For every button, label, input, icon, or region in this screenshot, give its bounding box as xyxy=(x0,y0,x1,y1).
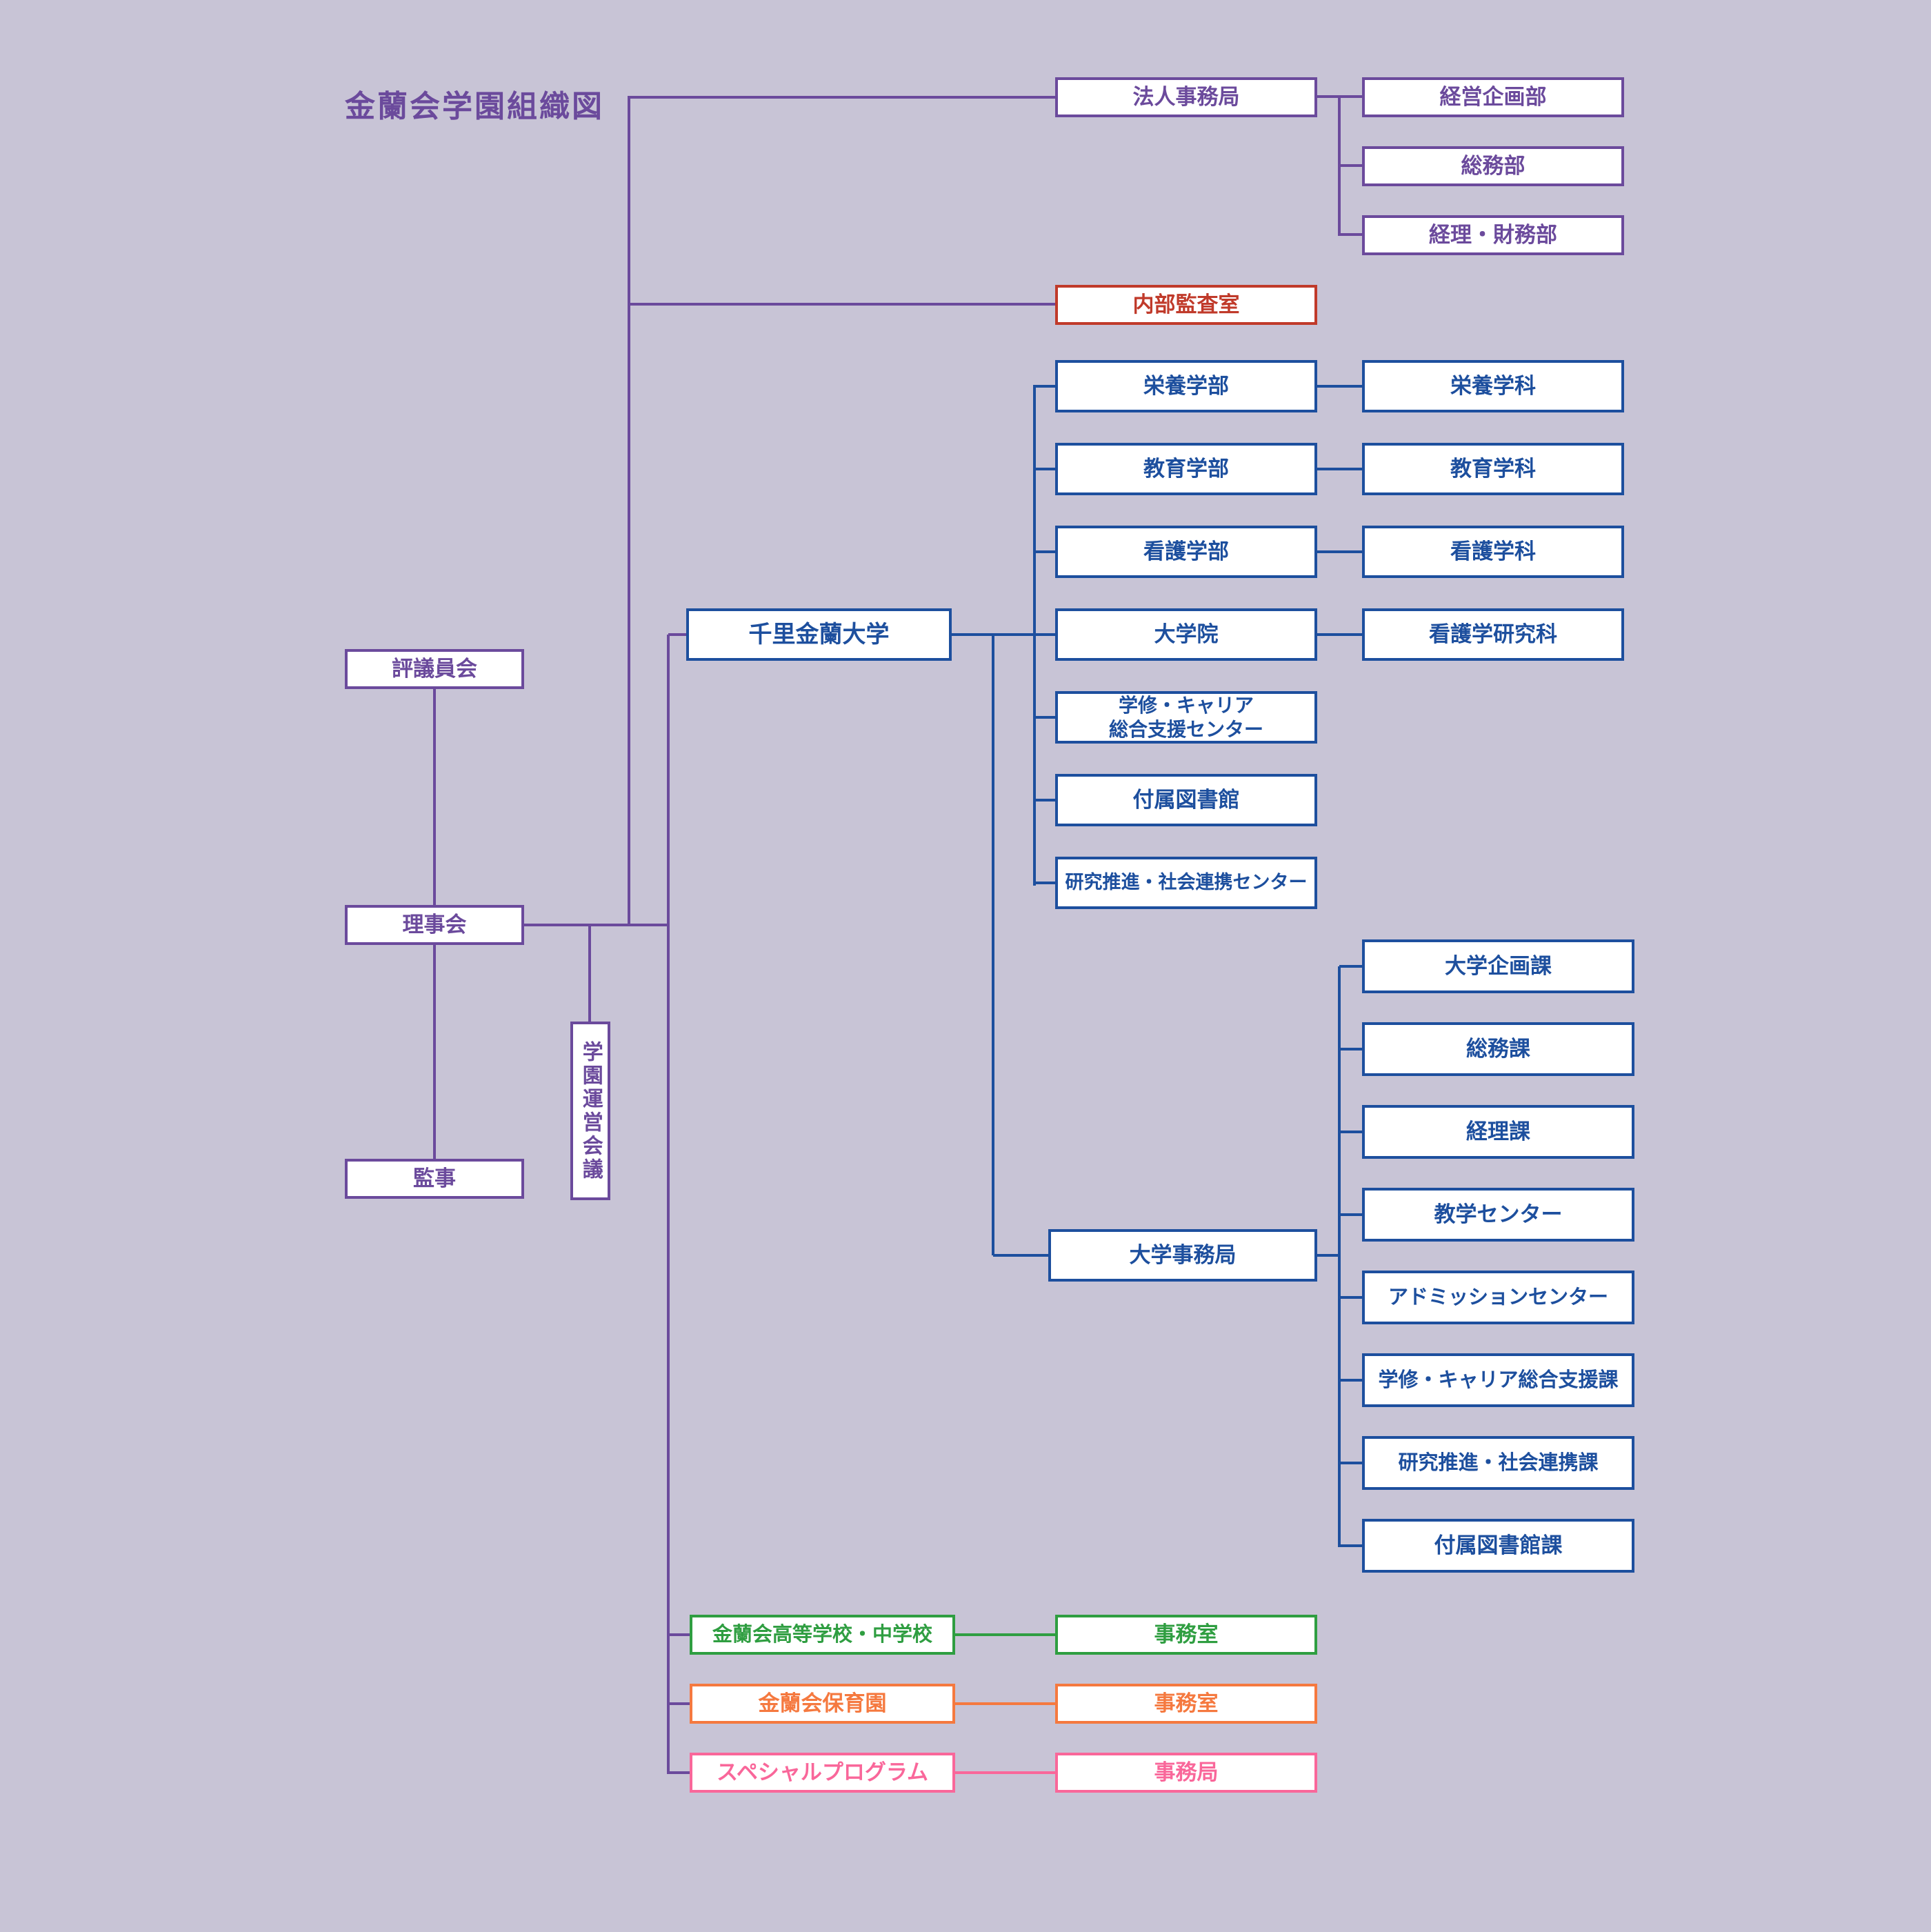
org-box-admission-center: アドミッションセンター xyxy=(1362,1271,1634,1324)
page-title: 金蘭会学園組織図 xyxy=(345,90,604,123)
connector-line-blue-25 xyxy=(1317,385,1362,388)
connector-line-orange-42 xyxy=(955,1702,1055,1705)
org-box-eiyo-gakubu: 栄養学部 xyxy=(1055,360,1317,412)
org-box-kyoiku-gakubu: 教育学部 xyxy=(1055,443,1317,495)
connector-line-blue-40 xyxy=(1339,1544,1362,1547)
connector-line-green-41 xyxy=(955,1633,1055,1636)
org-box-daigaku-jimukyoku: 大学事務局 xyxy=(1048,1229,1317,1282)
org-box-kinrankai-koto-chugakko: 金蘭会高等学校・中学校 xyxy=(690,1615,955,1655)
org-box-kanji: 監事 xyxy=(345,1159,524,1199)
connector-line-blue-38 xyxy=(1339,1379,1362,1382)
connector-line-purple-4 xyxy=(629,96,1055,99)
connector-line-purple-0 xyxy=(433,689,436,905)
org-box-kenkyu-suishin-shakai-renkei-ka: 研究推進・社会連携課 xyxy=(1362,1436,1634,1490)
org-box-kyoiku-gakka: 教育学科 xyxy=(1362,443,1624,495)
org-box-daigakuin: 大学院 xyxy=(1055,608,1317,661)
connector-line-purple-11 xyxy=(668,1771,690,1774)
connector-line-blue-27 xyxy=(1317,550,1362,553)
connector-line-blue-35 xyxy=(1339,1131,1362,1133)
connector-line-blue-20 xyxy=(1034,550,1055,553)
connector-line-purple-6 xyxy=(667,635,670,1774)
org-box-keiri-ka: 経理課 xyxy=(1362,1105,1634,1159)
connector-line-pink-43 xyxy=(955,1771,1055,1774)
connector-line-blue-30 xyxy=(993,1254,1048,1257)
connector-line-blue-18 xyxy=(1034,385,1055,388)
connector-line-blue-31 xyxy=(1317,1254,1339,1257)
connector-line-purple-5 xyxy=(629,303,1055,306)
org-box-kango-gakka: 看護学科 xyxy=(1362,526,1624,578)
connector-line-blue-32 xyxy=(1338,966,1341,1547)
org-box-rijikai: 理事会 xyxy=(345,905,524,945)
connector-line-blue-36 xyxy=(1339,1213,1362,1216)
org-box-senri-kinran-daigaku: 千里金蘭大学 xyxy=(686,608,952,661)
org-box-gakushu-career-sogo-shien-ka: 学修・キャリア総合支援課 xyxy=(1362,1353,1634,1407)
connector-line-blue-21 xyxy=(1034,633,1055,636)
org-box-kango-gakubu: 看護学部 xyxy=(1055,526,1317,578)
org-box-special-program: スペシャルプログラム xyxy=(690,1753,955,1793)
org-box-fuzoku-toshokan-ka: 付属図書館課 xyxy=(1362,1519,1634,1573)
org-box-keiei-kikaku-bu: 経営企画部 xyxy=(1362,77,1624,117)
org-box-jimushitsu-highschool: 事務室 xyxy=(1055,1615,1317,1655)
connector-line-blue-22 xyxy=(1034,716,1055,719)
org-box-kyogaku-center: 教学センター xyxy=(1362,1188,1634,1242)
connector-line-purple-10 xyxy=(668,1702,690,1705)
connector-line-purple-8 xyxy=(588,925,591,1022)
org-box-gakushu-career-shien-center: 学修・キャリア 総合支援センター xyxy=(1055,691,1317,744)
org-box-gakuen-unei-kaigi: 学園運営会議 xyxy=(570,1022,610,1200)
connector-line-blue-39 xyxy=(1339,1462,1362,1464)
org-box-kenkyu-suishin-shakai-renkei-center: 研究推進・社会連携センター xyxy=(1055,857,1317,909)
org-box-daigaku-kikaku-ka: 大学企画課 xyxy=(1362,939,1634,993)
connector-line-purple-3 xyxy=(628,96,630,926)
org-box-naibu-kansa-shitsu: 内部監査室 xyxy=(1055,285,1317,325)
connector-line-blue-26 xyxy=(1317,468,1362,470)
connector-line-blue-23 xyxy=(1034,799,1055,801)
connector-line-purple-15 xyxy=(1339,233,1362,236)
connector-line-purple-2 xyxy=(524,924,670,926)
connector-line-blue-37 xyxy=(1339,1296,1362,1299)
connector-line-purple-14 xyxy=(1339,164,1362,167)
org-box-hojin-jimukyoku: 法人事務局 xyxy=(1055,77,1317,117)
org-box-somu-bu: 総務部 xyxy=(1362,146,1624,186)
connector-line-blue-24 xyxy=(1034,882,1055,884)
org-box-kinrankai-hoikuen: 金蘭会保育園 xyxy=(690,1684,955,1724)
org-box-somu-ka: 総務課 xyxy=(1362,1022,1634,1076)
org-box-jimushitsu-hoikuen: 事務室 xyxy=(1055,1684,1317,1724)
org-box-fuzoku-toshokan: 付属図書館 xyxy=(1055,774,1317,826)
connector-line-blue-33 xyxy=(1339,965,1362,968)
org-box-keiri-zaimu-bu: 経理・財務部 xyxy=(1362,215,1624,255)
connector-line-purple-1 xyxy=(433,945,436,1159)
connector-line-purple-7 xyxy=(668,633,686,636)
connector-line-blue-29 xyxy=(992,635,994,1255)
connector-line-blue-28 xyxy=(1317,633,1362,636)
org-box-jimukyoku-special-program: 事務局 xyxy=(1055,1753,1317,1793)
org-box-kangogaku-kenkyuka: 看護学研究科 xyxy=(1362,608,1624,661)
org-box-hyogiinkai: 評議員会 xyxy=(345,649,524,689)
connector-line-blue-19 xyxy=(1034,468,1055,470)
org-box-eiyo-gakka: 栄養学科 xyxy=(1362,360,1624,412)
connector-line-blue-34 xyxy=(1339,1048,1362,1050)
connector-line-purple-9 xyxy=(668,1633,690,1636)
